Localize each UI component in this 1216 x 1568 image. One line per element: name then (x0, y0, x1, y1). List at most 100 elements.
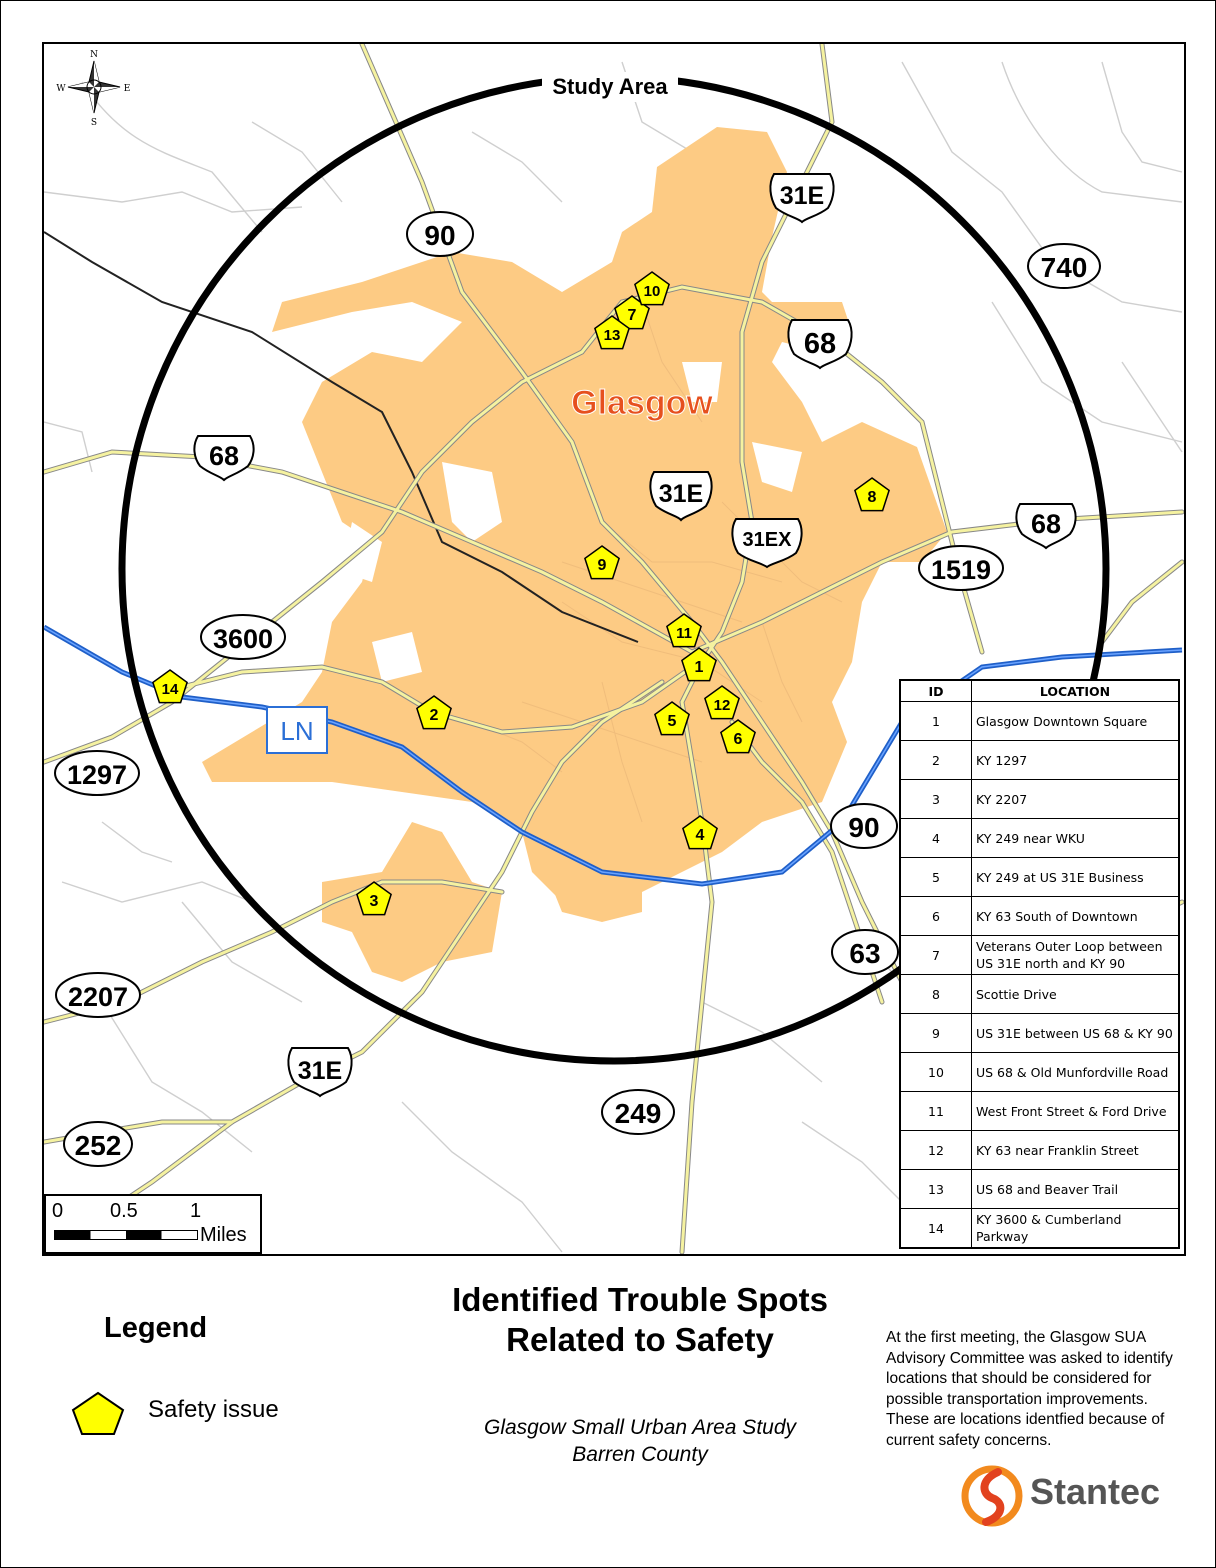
route-63-shield[interactable]: 63 (831, 929, 899, 975)
route-252-shield[interactable]: 252 (63, 1121, 133, 1167)
safety-issue-icon (704, 685, 740, 720)
route-740-shield[interactable]: 740 (1027, 243, 1101, 289)
svg-text:31EX: 31EX (743, 529, 793, 551)
safety-marker-label: 2 (430, 707, 439, 724)
table-cell-location: KY 249 at US 31E Business (971, 857, 1180, 897)
ln-parkway-label[interactable]: LN (266, 706, 328, 754)
map-subtitle-line2: Barren County (572, 1443, 708, 1466)
safety-issue-icon (356, 881, 392, 916)
svg-text:2207: 2207 (68, 982, 128, 1012)
compass-e: E (124, 84, 131, 94)
safety-marker-label: 7 (628, 307, 637, 324)
us-31e-shield-center[interactable]: 31E (649, 471, 713, 522)
table-cell-id: 1 (899, 701, 972, 741)
table-cell-location: US 31E between US 68 & KY 90 (971, 1013, 1180, 1053)
stantec-logo-text: Stantec (1030, 1471, 1161, 1512)
svg-text:68: 68 (1031, 509, 1061, 539)
table-cell-id: 8 (899, 974, 972, 1014)
svg-text:252: 252 (75, 1130, 122, 1161)
safety-marker-label: 5 (668, 713, 677, 730)
safety-marker-2[interactable]: 2 (416, 695, 452, 730)
svg-text:68: 68 (209, 441, 239, 471)
safety-marker-8[interactable]: 8 (854, 477, 890, 512)
svg-text:1297: 1297 (67, 760, 127, 790)
safety-marker-13[interactable]: 13 (594, 315, 630, 350)
us-68-shield-far-east[interactable]: 68 (1015, 503, 1077, 550)
map-subtitle: Glasgow Small Urban Area Study Barren Co… (420, 1414, 860, 1468)
route-3600-shield[interactable]: 3600 (200, 614, 286, 660)
safety-marker-11[interactable]: 11 (666, 613, 702, 648)
svg-text:31E: 31E (659, 480, 703, 508)
table-cell-location: US 68 & Old Munfordville Road (971, 1052, 1180, 1092)
scale-tick-1: 1 (190, 1200, 202, 1222)
safety-marker-10[interactable]: 10 (634, 271, 670, 306)
svg-text:90: 90 (848, 812, 879, 843)
svg-text:1519: 1519 (931, 555, 991, 585)
safety-issue-icon (654, 701, 690, 736)
us-68-shield-east[interactable]: 68 (787, 319, 853, 370)
route-2207-shield[interactable]: 2207 (55, 972, 141, 1018)
safety-marker-label: 8 (868, 489, 877, 506)
table-cell-location: KY 63 South of Downtown (971, 896, 1180, 936)
route-249-shield[interactable]: 249 (601, 1089, 675, 1135)
scale-tick-0: 0 (52, 1200, 64, 1222)
svg-text:3600: 3600 (213, 624, 273, 654)
safety-marker-4[interactable]: 4 (682, 815, 718, 850)
railroad (44, 231, 639, 643)
us-route-shields: 31E 68 68 31E 31EX 68 31E (193, 173, 1077, 1098)
table-cell-location: KY 249 near WKU (971, 818, 1180, 858)
table-cell-location: KY 2207 (971, 779, 1180, 819)
table-cell-location: KY 1297 (971, 740, 1180, 780)
safety-marker-3[interactable]: 3 (356, 881, 392, 916)
urban-holes (342, 362, 802, 682)
legend-item-safety-issue: Safety issue (148, 1396, 279, 1423)
safety-marker-label: 3 (370, 893, 379, 910)
safety-issue-icon (584, 545, 620, 580)
north-arrow-icon: N S E W (56, 50, 130, 128)
route-90-shield-south[interactable]: 90 (830, 803, 898, 849)
route-90-shield-north[interactable]: 90 (406, 211, 474, 257)
legend-title: Legend (104, 1312, 208, 1344)
safety-marker-12[interactable]: 12 (704, 685, 740, 720)
svg-text:LN: LN (280, 716, 313, 746)
table-cell-id: 12 (899, 1130, 972, 1170)
safety-marker-label: 12 (714, 697, 731, 714)
map-canvas[interactable]: Study Area Glasgow N S E W 90 740 1519 3… (44, 44, 1184, 1254)
route-1519-shield[interactable]: 1519 (918, 545, 1004, 591)
compass-s: S (91, 118, 97, 128)
safety-issue-icon (720, 719, 756, 754)
safety-marker-6[interactable]: 6 (720, 719, 756, 754)
us-31e-shield-south[interactable]: 31E (287, 1047, 353, 1098)
table-cell-id: 4 (899, 818, 972, 858)
note-text: At the first meeting, the Glasgow SUA Ad… (886, 1329, 1173, 1449)
safety-marker-label: 6 (734, 731, 743, 748)
compass-w: W (56, 84, 66, 94)
route-1297-shield[interactable]: 1297 (54, 750, 140, 796)
safety-marker-14[interactable]: 14 (152, 669, 188, 704)
map-title: Identified Trouble Spots Related to Safe… (420, 1280, 860, 1360)
table-cell-id: 14 (899, 1208, 972, 1249)
safety-marker-1[interactable]: 1 (681, 647, 717, 682)
safety-marker-label: 13 (604, 327, 621, 344)
table-cell-id: 9 (899, 1013, 972, 1053)
safety-marker-5[interactable]: 5 (654, 701, 690, 736)
safety-marker-label: 10 (644, 283, 661, 300)
us-31ex-shield[interactable]: 31EX (731, 518, 803, 569)
table-header-id: ID (899, 679, 972, 702)
safety-marker-9[interactable]: 9 (584, 545, 620, 580)
us-68-shield-west[interactable]: 68 (193, 435, 255, 482)
safety-issue-icon (854, 477, 890, 512)
safety-issue-icon (681, 647, 717, 682)
svg-text:31E: 31E (780, 182, 824, 210)
study-area-label: Study Area (552, 74, 668, 99)
us-31e-shield-north[interactable]: 31E (769, 173, 835, 224)
